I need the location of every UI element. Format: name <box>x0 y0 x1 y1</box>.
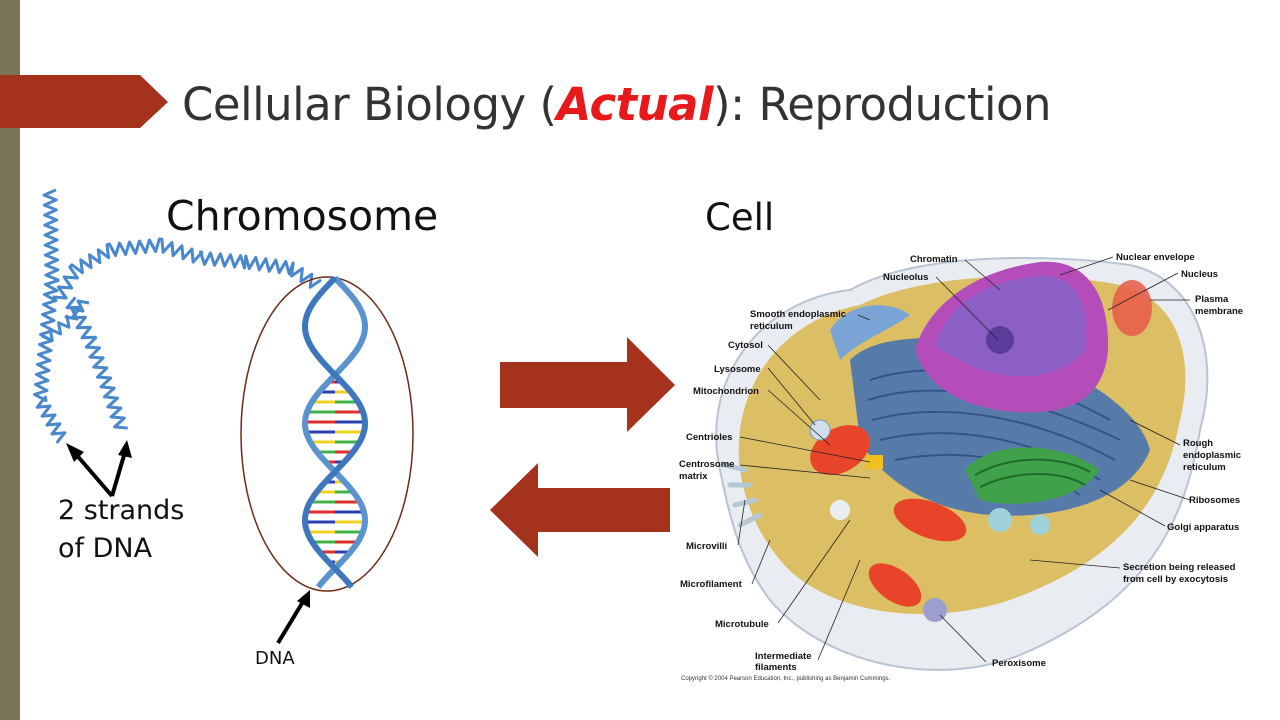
strands-label: 2 strands of DNA <box>58 495 185 564</box>
arrow-left-big <box>490 463 670 557</box>
label-lysosome: Lysosome <box>714 364 761 375</box>
label-golgi: Golgi apparatus <box>1167 522 1239 533</box>
label-secretion-1: Secretion being released <box>1123 562 1236 573</box>
title-arrow-shape <box>0 75 168 128</box>
label-rough-er-1: Rough <box>1183 438 1213 449</box>
label-intermediate-2: filaments <box>755 662 797 673</box>
label-intermediate-1: Intermediate <box>755 651 812 662</box>
dna-highlight-oval <box>240 276 414 592</box>
chromosome-coils <box>33 188 322 444</box>
label-rough-er-3: reticulum <box>1183 462 1226 473</box>
label-microvilli: Microvilli <box>686 541 727 552</box>
dna-label: DNA <box>255 648 295 669</box>
arrow-right-big <box>500 337 675 432</box>
dna-double-helix <box>301 275 369 589</box>
label-centrioles: Centrioles <box>686 432 732 443</box>
label-centrosome-2: matrix <box>679 471 708 482</box>
label-secretion-2: from cell by exocytosis <box>1123 574 1228 585</box>
label-rough-er-2: endoplasmic <box>1183 450 1241 461</box>
label-microfilament: Microfilament <box>680 579 743 590</box>
copyright-note: Copyright © 2004 Pearson Education, Inc.… <box>681 676 891 682</box>
label-smooth-er-2: reticulum <box>750 321 793 332</box>
label-smooth-er-1: Smooth endoplasmic <box>750 309 846 320</box>
label-peroxisome: Peroxisome <box>992 658 1046 669</box>
slide-title: Cellular Biology (Actual): Reproduction <box>182 78 1052 131</box>
label-chromatin: Chromatin <box>910 254 958 265</box>
title-emphasis: Actual <box>556 78 714 131</box>
chromosome-heading: Chromosome <box>166 192 439 240</box>
smooth-er <box>830 305 910 360</box>
strand-pointer-arrows <box>66 440 310 645</box>
cell-heading: Cell <box>705 196 775 239</box>
label-nucleus: Nucleus <box>1181 269 1218 280</box>
label-mitochondrion: Mitochondrion <box>693 386 759 397</box>
label-plasma-2: membrane <box>1195 306 1243 317</box>
side-accent-bar <box>0 0 20 720</box>
centrioles <box>865 455 883 469</box>
golgi-apparatus <box>965 447 1100 504</box>
mitochondrion-2 <box>893 498 967 542</box>
label-centrosome-1: Centrosome <box>679 459 734 470</box>
label-microtubule: Microtubule <box>715 619 769 630</box>
label-plasma-1: Plasma <box>1195 294 1229 305</box>
label-nuclear-envelope: Nuclear envelope <box>1116 252 1195 263</box>
label-ribosomes: Ribosomes <box>1189 495 1240 506</box>
mitochondrion-3 <box>868 563 922 607</box>
label-cytosol: Cytosol <box>728 340 763 351</box>
label-nucleolus: Nucleolus <box>883 272 928 283</box>
